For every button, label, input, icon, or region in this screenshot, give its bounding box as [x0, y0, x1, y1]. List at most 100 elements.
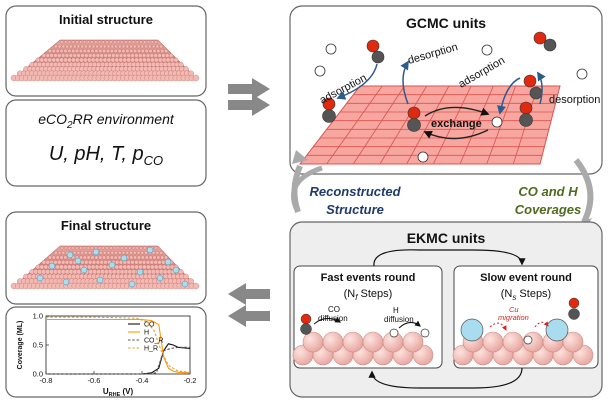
slab-atom [80, 251, 84, 255]
adsorbed-h [491, 116, 503, 128]
slab-atom [138, 260, 143, 265]
grid-line [459, 85, 494, 165]
slab-atom [41, 53, 47, 58]
slab-atom [51, 49, 56, 53]
migrated-cu-atom [128, 280, 136, 288]
fast-adsorbates [300, 313, 430, 338]
slab-atom [153, 260, 158, 265]
slab-atom [71, 57, 76, 63]
slab-atom [130, 264, 135, 270]
slab-atom [126, 53, 131, 58]
slab-atom [149, 53, 154, 58]
migrated-cu-atom [96, 276, 104, 284]
slab-atom [148, 255, 153, 260]
slab-atom [161, 264, 167, 270]
slab-atom [86, 255, 91, 260]
slab-atom [75, 246, 79, 250]
slab-atom [137, 49, 141, 53]
h-on-surface [420, 328, 430, 338]
slab-atom [69, 44, 73, 49]
slab-atom [86, 49, 91, 53]
y-tick-label: 0.0 [33, 370, 43, 379]
x-tick-label: -0.8 [40, 376, 53, 385]
migrated-cu-atom [172, 266, 180, 274]
slab-atom [103, 53, 108, 58]
slab-atom [169, 57, 175, 63]
slab-atom [63, 57, 68, 63]
gcmc-title: GCMC units [406, 15, 486, 31]
slab-atom [153, 57, 159, 63]
slab-atom [118, 264, 124, 270]
slab-atom [121, 44, 126, 49]
slab-atom [155, 251, 160, 255]
slab-atom [113, 49, 118, 53]
slab-atom [43, 57, 49, 63]
cu-atom [562, 331, 584, 353]
slab-atom [80, 44, 84, 49]
adsorbed-h [417, 151, 429, 163]
slab-atom [139, 246, 143, 250]
slab-atom [90, 40, 94, 44]
slab-atom [156, 255, 161, 260]
h-atom [576, 68, 588, 80]
slab-atom [133, 44, 137, 49]
slab-atom [178, 269, 184, 275]
gcmc-grid [298, 85, 561, 165]
slab-atom [192, 282, 200, 290]
structure-label: Structure [326, 202, 384, 217]
slab-atom [35, 57, 41, 63]
slab-atom [113, 40, 117, 44]
slab-atom [90, 255, 95, 260]
slab-atom [84, 260, 89, 265]
slab-atom [65, 44, 69, 49]
slab-atom [138, 53, 143, 58]
slab-atom [173, 57, 179, 63]
slab-atom [101, 40, 105, 44]
slab-atom [114, 260, 120, 265]
slab-atom [102, 255, 107, 260]
slab-atom [122, 57, 128, 63]
slab-atom [111, 53, 116, 58]
migrated-cu-atom [108, 261, 116, 269]
migrated-cu-atom [62, 278, 70, 286]
slab-atom [145, 260, 151, 265]
slab-atom [153, 264, 159, 270]
slab-atom [72, 53, 77, 58]
slab-atom [116, 40, 120, 44]
fast-events-title: Fast events round [321, 272, 416, 284]
grid-line [406, 85, 450, 165]
slab-atom [76, 44, 81, 49]
slab-atom [95, 44, 99, 49]
slab-atom [64, 53, 70, 58]
slab-atom [91, 260, 97, 265]
slab-atom [155, 44, 160, 49]
slab-atom [101, 246, 105, 250]
slab-atom [128, 40, 132, 44]
slab-atom [136, 44, 141, 49]
slab-atom [136, 251, 141, 255]
adsorbed-co [407, 106, 421, 132]
slab-atom [88, 53, 93, 58]
slab-atom [72, 251, 77, 255]
cu-migration-label: Cu [509, 305, 519, 314]
slab-atom [168, 53, 174, 58]
slab-atom [102, 44, 107, 49]
slab-atom [150, 57, 155, 63]
slab-atom [94, 255, 99, 260]
slab-atom [71, 40, 75, 44]
fast-to-slow-arrow [373, 249, 526, 267]
slab-atom [106, 44, 111, 49]
slab-atom [154, 40, 158, 44]
slab-atom [57, 251, 62, 255]
slab-atom [99, 53, 104, 58]
slab-atom [110, 44, 115, 49]
slab-atom [183, 273, 189, 280]
slab-atom [76, 53, 81, 58]
slab-atom [86, 40, 90, 44]
slab-atom [105, 246, 109, 250]
slab-atom [151, 44, 156, 49]
slab-atom [79, 246, 83, 250]
slab-atom [67, 57, 72, 63]
slab-atom [140, 44, 145, 49]
grid-line [352, 85, 405, 165]
